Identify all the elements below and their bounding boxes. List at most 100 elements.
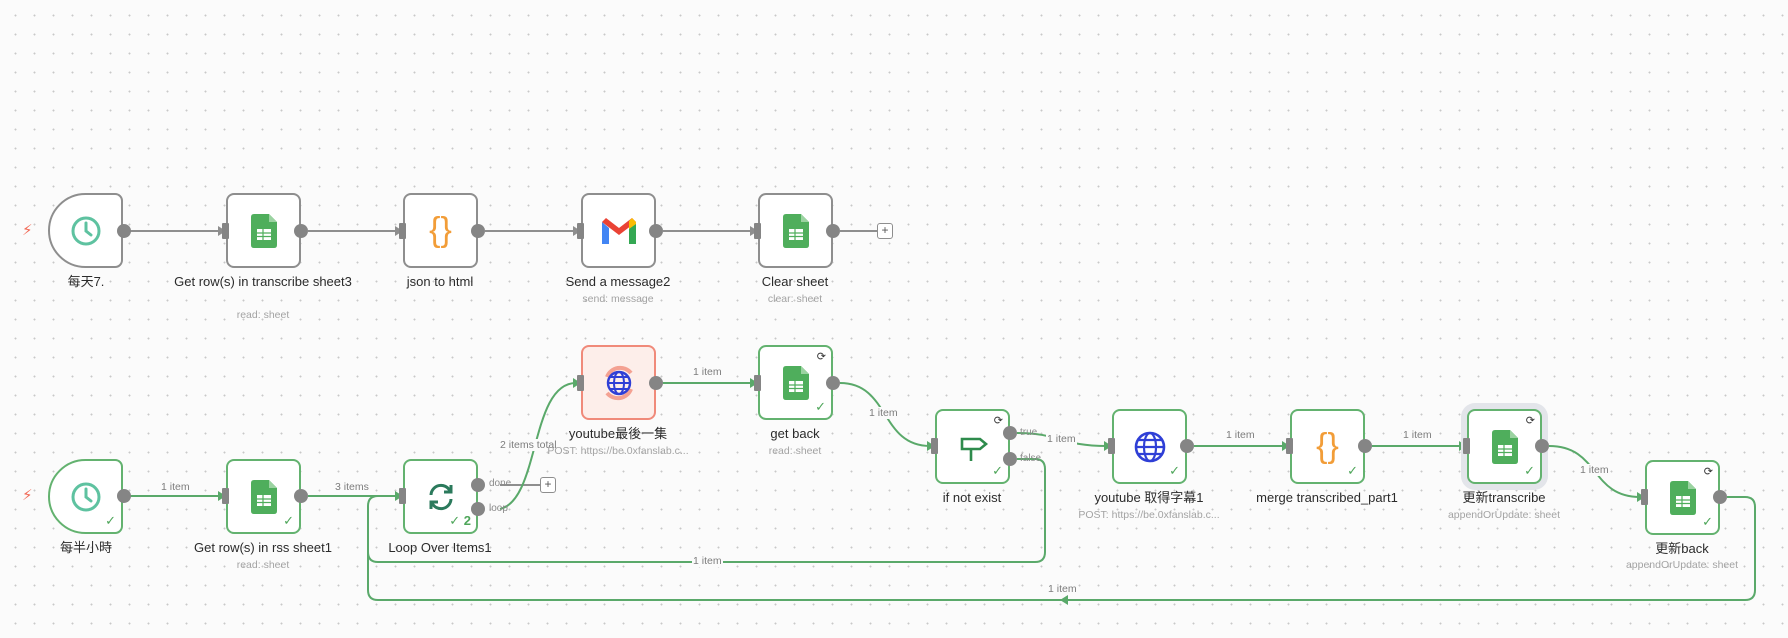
output-port[interactable] (294, 224, 308, 238)
http-globe-icon (1134, 431, 1165, 462)
input-port[interactable] (1108, 438, 1115, 454)
node-subtitle: clear: sheet (767, 293, 823, 305)
node-label: 每天7. (67, 274, 105, 289)
node-label: json to html (406, 274, 474, 289)
output-port[interactable] (826, 376, 840, 390)
output-port[interactable] (471, 224, 485, 238)
node-t2[interactable]: ✓ (48, 459, 123, 534)
input-port[interactable] (754, 375, 761, 391)
node-subtitle: read: sheet (236, 309, 290, 321)
code-braces-icon: {} (429, 211, 452, 249)
output-port[interactable] (117, 489, 131, 503)
trigger-bolt-icon: ⚡ (22, 487, 33, 504)
edge-label: 1 item (160, 481, 191, 493)
node-b2[interactable]: ✓ 2 (403, 459, 478, 534)
http-globe-icon (604, 365, 633, 400)
node-subtitle: read: sheet (236, 559, 290, 571)
gmail-icon (601, 217, 636, 244)
refresh-indicator-icon: ⟳ (1703, 466, 1713, 478)
refresh-indicator-icon: ⟳ (1525, 415, 1535, 427)
trigger-bolt-icon: ⚡ (22, 222, 33, 239)
input-port[interactable] (577, 375, 584, 391)
refresh-indicator-icon: ⟳ (816, 351, 826, 363)
add-node-button[interactable]: + (540, 477, 556, 493)
edge-label: 1 item (692, 366, 723, 378)
node-label: 每半小時 (59, 540, 112, 555)
node-subtitle: POST: https://be.0xfanslab.c... (1078, 509, 1220, 521)
node-label: 更新transcribe (1462, 490, 1546, 505)
success-check-icon: ✓ (992, 463, 1003, 478)
google-sheets-icon (1669, 480, 1696, 515)
edge-label: 1 item (868, 407, 899, 419)
input-port[interactable] (1641, 489, 1648, 505)
success-check-icon: ✓ (105, 513, 116, 528)
node-n2[interactable]: {} (403, 193, 478, 268)
node-subtitle: appendOrUpdate: sheet (1625, 559, 1739, 571)
input-port[interactable] (399, 488, 406, 504)
node-subtitle: appendOrUpdate: sheet (1447, 509, 1561, 521)
node-label: Get row(s) in transcribe sheet3 (174, 274, 352, 289)
node-label: Clear sheet (761, 274, 829, 289)
success-check-icon: ✓ (1524, 463, 1535, 478)
node-b3[interactable] (581, 345, 656, 420)
port-label-false: false (1020, 453, 1042, 464)
output-port[interactable] (1535, 439, 1549, 453)
node-b5[interactable]: ⟳ ✓ (935, 409, 1010, 484)
output-port[interactable] (1713, 490, 1727, 504)
port-label-loop: loop (489, 503, 508, 514)
node-b1[interactable]: ✓ (226, 459, 301, 534)
node-b7[interactable]: {} ✓ (1290, 409, 1365, 484)
node-n1[interactable] (226, 193, 301, 268)
node-label: Loop Over Items1 (388, 540, 492, 555)
port-label-true: true (1020, 427, 1038, 438)
signpost-icon (960, 437, 988, 461)
input-port[interactable] (222, 223, 229, 239)
loop-icon (429, 483, 452, 510)
node-b4[interactable]: ⟳ ✓ (758, 345, 833, 420)
input-port[interactable] (577, 223, 584, 239)
node-label: youtube最後一集 (568, 426, 668, 441)
output-port-false[interactable] (1003, 452, 1017, 466)
google-sheets-icon (782, 213, 809, 248)
node-b8[interactable]: ⟳ ✓ (1467, 409, 1542, 484)
output-port[interactable] (1358, 439, 1372, 453)
output-port[interactable] (294, 489, 308, 503)
output-port[interactable] (649, 376, 663, 390)
google-sheets-icon (250, 479, 277, 514)
node-label: merge transcribed_part1 (1256, 490, 1398, 505)
input-port[interactable] (1463, 438, 1470, 454)
clock-icon (71, 216, 100, 245)
port-label-done: done (489, 478, 512, 489)
output-port[interactable] (649, 224, 663, 238)
output-port-true[interactable] (1003, 426, 1017, 440)
output-port[interactable] (1180, 439, 1194, 453)
edge-label: 1 item (1579, 464, 1610, 476)
input-port[interactable] (222, 488, 229, 504)
input-port[interactable] (754, 223, 761, 239)
node-label: if not exist (942, 490, 1002, 505)
output-port-loop[interactable] (471, 502, 485, 516)
add-node-button[interactable]: + (877, 223, 893, 239)
input-port[interactable] (1286, 438, 1293, 454)
node-b9[interactable]: ⟳ ✓ (1645, 460, 1720, 535)
output-port-done[interactable] (471, 478, 485, 492)
input-port[interactable] (399, 223, 406, 239)
node-n3[interactable] (581, 193, 656, 268)
code-braces-icon: {} (1316, 427, 1339, 465)
refresh-indicator-icon: ⟳ (993, 415, 1003, 427)
output-port[interactable] (117, 224, 131, 238)
node-label: Get row(s) in rss sheet1 (194, 540, 332, 555)
edge-label: 1 item (1402, 429, 1433, 441)
edge-label: 2 items total (499, 439, 558, 451)
node-b6[interactable]: ✓ (1112, 409, 1187, 484)
edge-label: 1 item (1225, 429, 1256, 441)
node-n4[interactable] (758, 193, 833, 268)
node-t1[interactable] (48, 193, 123, 268)
google-sheets-icon (1491, 429, 1518, 464)
edge-label: 1 item (1046, 433, 1077, 445)
output-port[interactable] (826, 224, 840, 238)
node-subtitle: POST: https://be.0xfanslab.c... (547, 445, 689, 457)
edge-label: 1 item (1047, 583, 1078, 595)
input-port[interactable] (931, 438, 938, 454)
node-label: Send a message2 (565, 274, 671, 289)
